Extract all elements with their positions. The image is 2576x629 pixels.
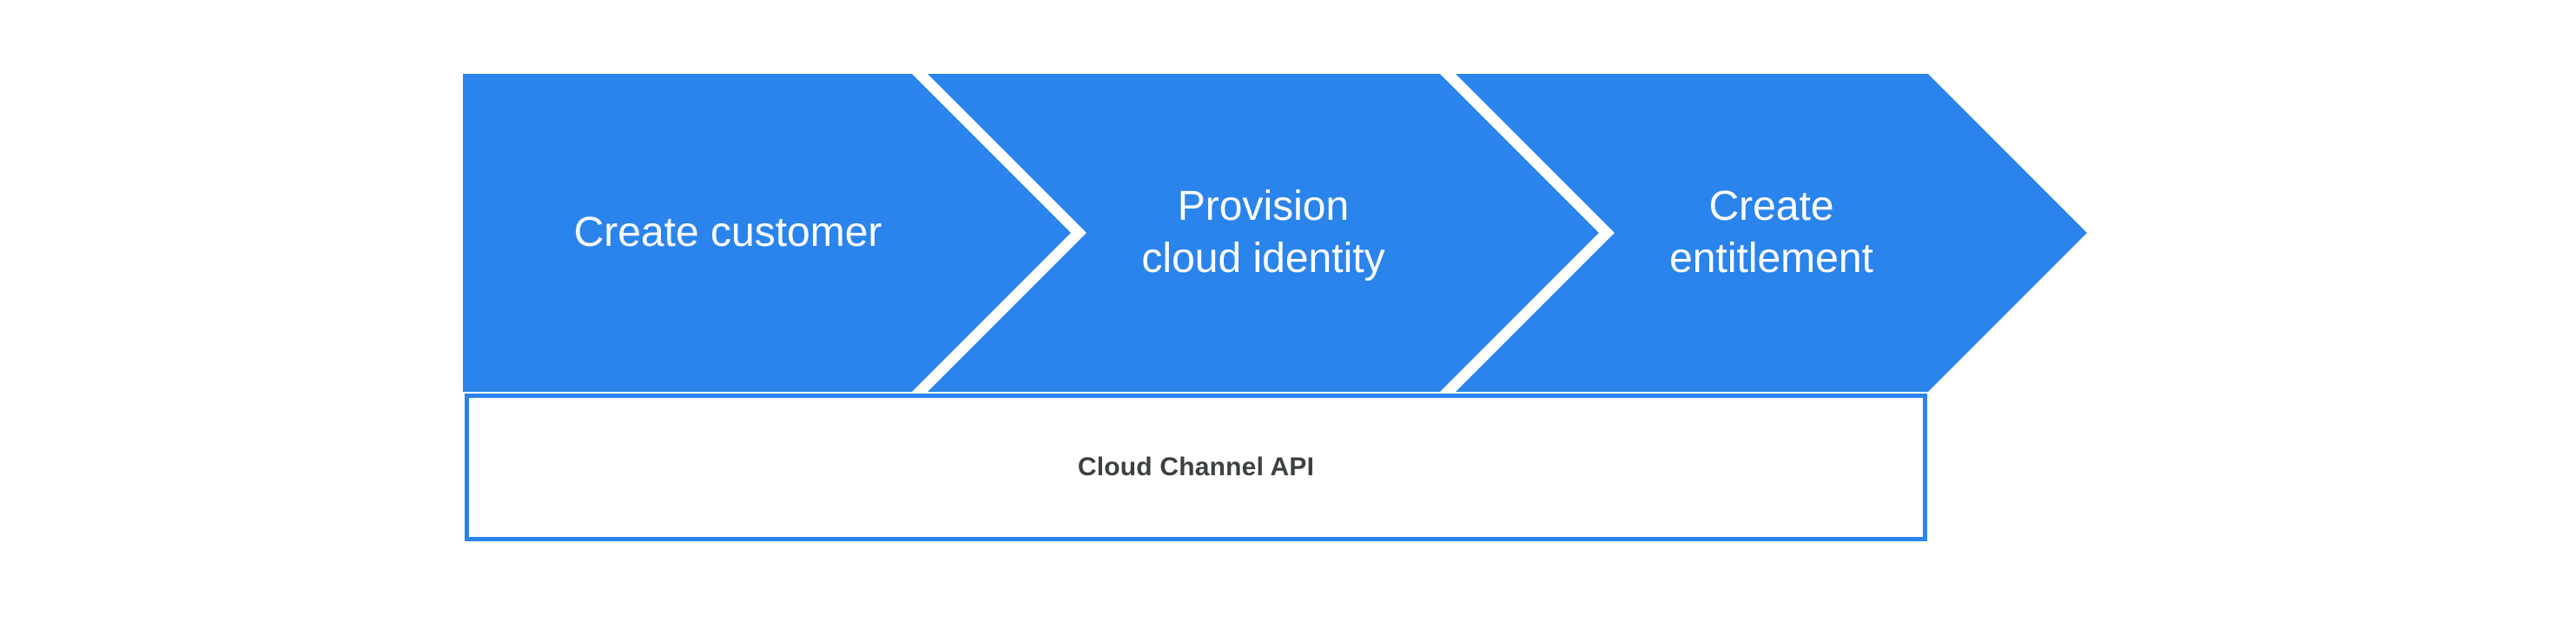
flow-step-label-line: Create (1708, 183, 1834, 229)
cloud-channel-api-label: Cloud Channel API (1077, 453, 1315, 481)
flow-step-label-line: Provision (1177, 183, 1350, 229)
flow-step-label-line: entitlement (1669, 235, 1873, 281)
cloud-channel-api-bar: Cloud Channel API (465, 394, 1927, 541)
flow-step-label-line: cloud identity (1141, 235, 1385, 281)
flow-step-label-line: Create customer (573, 209, 882, 255)
